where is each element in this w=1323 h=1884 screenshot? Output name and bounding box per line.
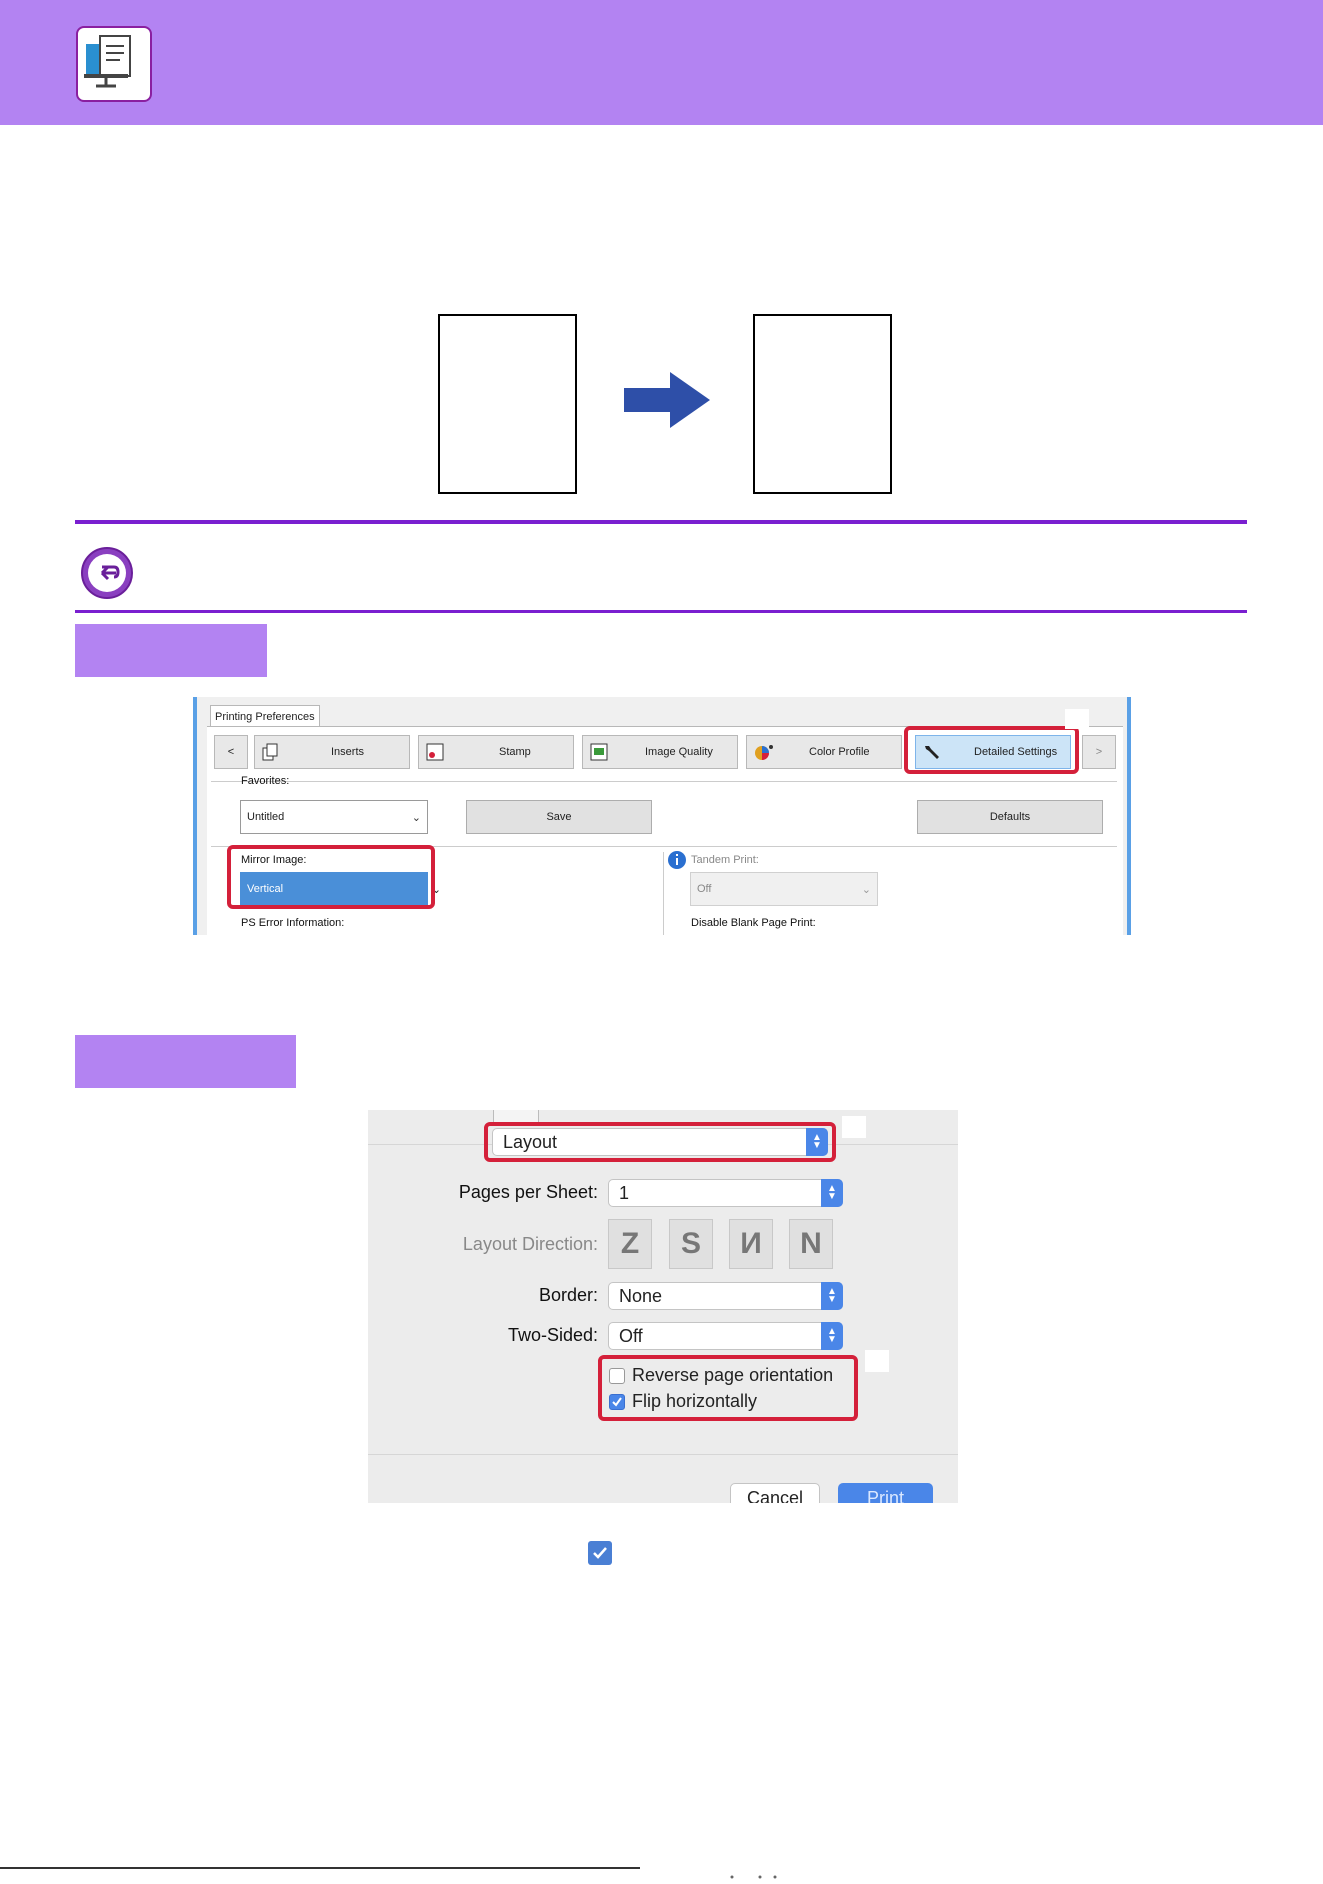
original-page <box>438 314 577 494</box>
mirror-image-select[interactable]: Vertical ⌄ <box>240 872 441 906</box>
tab-inserts[interactable]: Inserts <box>254 735 410 769</box>
border-select[interactable]: None ▲▼ <box>608 1282 843 1310</box>
flip-horizontally-checkbox[interactable] <box>609 1394 625 1410</box>
border-value: None <box>619 1285 663 1306</box>
column-divider <box>663 852 664 935</box>
layout-direction-z[interactable]: Z <box>608 1219 652 1269</box>
checked-checkbox-icon <box>588 1541 612 1565</box>
info-icon <box>667 850 687 870</box>
tandem-print-select: Off ⌄ <box>690 872 878 906</box>
tab-nav-next[interactable]: > <box>1082 735 1116 769</box>
mac-print-dialog: Layout ▲▼ Pages per Sheet: 1 ▲▼ Layout D… <box>368 1110 958 1503</box>
print-button[interactable]: Print <box>838 1483 933 1503</box>
layout-direction-s[interactable]: S <box>669 1219 713 1269</box>
callout-marker <box>865 1350 889 1372</box>
tab-label: Inserts <box>331 746 365 758</box>
layout-direction-reverse-n[interactable]: И <box>729 1219 773 1269</box>
two-sided-label: Two-Sided: <box>507 1325 598 1345</box>
footer-line <box>0 1867 640 1869</box>
section-tab-mac <box>75 1035 296 1088</box>
reverse-orientation-label: Reverse page orientation <box>632 1365 834 1385</box>
favorites-label: Favorites: <box>241 775 290 787</box>
mirrored-page <box>753 314 892 494</box>
callout-marker <box>842 1116 866 1138</box>
stepper-icon: ▲▼ <box>821 1282 843 1310</box>
save-button[interactable]: Save <box>466 800 652 834</box>
footer-mark <box>730 1866 777 1879</box>
tandem-print-label: Tandem Print: <box>691 854 759 866</box>
pages-per-sheet-select[interactable]: 1 ▲▼ <box>608 1179 843 1207</box>
chevron-down-icon: ⌄ <box>411 811 421 824</box>
tab-label: Color Profile <box>809 746 870 758</box>
two-sided-select[interactable]: Off ▲▼ <box>608 1322 843 1350</box>
printing-preferences-dialog: Printing Preferences < Inserts Stamp Ima… <box>193 697 1131 935</box>
tab-nav-prev[interactable]: < <box>214 735 248 769</box>
pages-per-sheet-label: Pages per Sheet: <box>458 1182 598 1202</box>
separator <box>368 1454 958 1455</box>
return-arrow-icon <box>80 546 134 600</box>
tandem-print-value: Off <box>697 883 712 895</box>
cancel-button[interactable]: Cancel <box>730 1483 820 1503</box>
section-tab-windows <box>75 624 267 677</box>
separator <box>211 781 1117 782</box>
image-quality-icon <box>589 742 609 762</box>
mirror-image-value: Vertical <box>247 883 284 895</box>
tab-label: Image Quality <box>645 746 713 758</box>
callout-marker <box>1065 709 1089 729</box>
tab-label: Stamp <box>499 746 531 758</box>
chevron-down-icon: ⌄ <box>861 883 871 896</box>
flip-horizontally-label: Flip horizontally <box>632 1391 758 1411</box>
tab-detailed-settings[interactable]: Detailed Settings <box>915 735 1071 769</box>
separator <box>211 846 1117 847</box>
page-header <box>0 0 1323 125</box>
tab-stamp[interactable]: Stamp <box>418 735 574 769</box>
divider <box>75 520 1247 524</box>
tab-label: Detailed Settings <box>974 746 1058 758</box>
ps-error-label: PS Error Information: <box>241 917 345 929</box>
highlight-mirror-image <box>227 845 435 909</box>
two-sided-value: Off <box>619 1325 643 1346</box>
stepper-icon: ▲▼ <box>806 1128 828 1156</box>
chevron-down-icon: ⌄ <box>431 883 441 896</box>
highlight-layout <box>484 1122 836 1162</box>
layout-direction-label: Layout Direction: <box>462 1234 598 1254</box>
highlight-checkboxes <box>598 1355 858 1421</box>
tab-image-quality[interactable]: Image Quality <box>582 735 738 769</box>
stepper-icon: ▲▼ <box>821 1179 843 1207</box>
computer-document-icon <box>76 26 152 102</box>
wrench-icon <box>922 742 942 762</box>
dialog-title-tab[interactable]: Printing Preferences <box>210 705 320 727</box>
favorites-select[interactable]: Untitled ⌄ <box>240 800 428 834</box>
right-arrow-icon <box>624 372 710 428</box>
layout-direction-n[interactable]: N <box>789 1219 833 1269</box>
disable-blank-label: Disable Blank Page Print: <box>691 917 816 929</box>
tab-color-profile[interactable]: Color Profile <box>746 735 902 769</box>
favorites-value: Untitled <box>247 811 285 823</box>
pages-per-sheet-value: 1 <box>619 1182 630 1203</box>
defaults-button[interactable]: Defaults <box>917 800 1103 834</box>
color-profile-icon <box>753 742 775 762</box>
panel-select[interactable]: Layout ▲▼ <box>492 1128 828 1156</box>
reverse-orientation-checkbox[interactable] <box>609 1368 625 1384</box>
highlight-detailed-settings <box>904 726 1079 774</box>
panel-value: Layout <box>503 1131 558 1152</box>
border-label: Border: <box>538 1285 598 1305</box>
inserts-icon <box>261 742 281 762</box>
stepper-icon: ▲▼ <box>821 1322 843 1350</box>
stamp-icon <box>425 742 445 762</box>
divider <box>75 610 1247 613</box>
mirror-image-label: Mirror Image: <box>241 854 307 866</box>
